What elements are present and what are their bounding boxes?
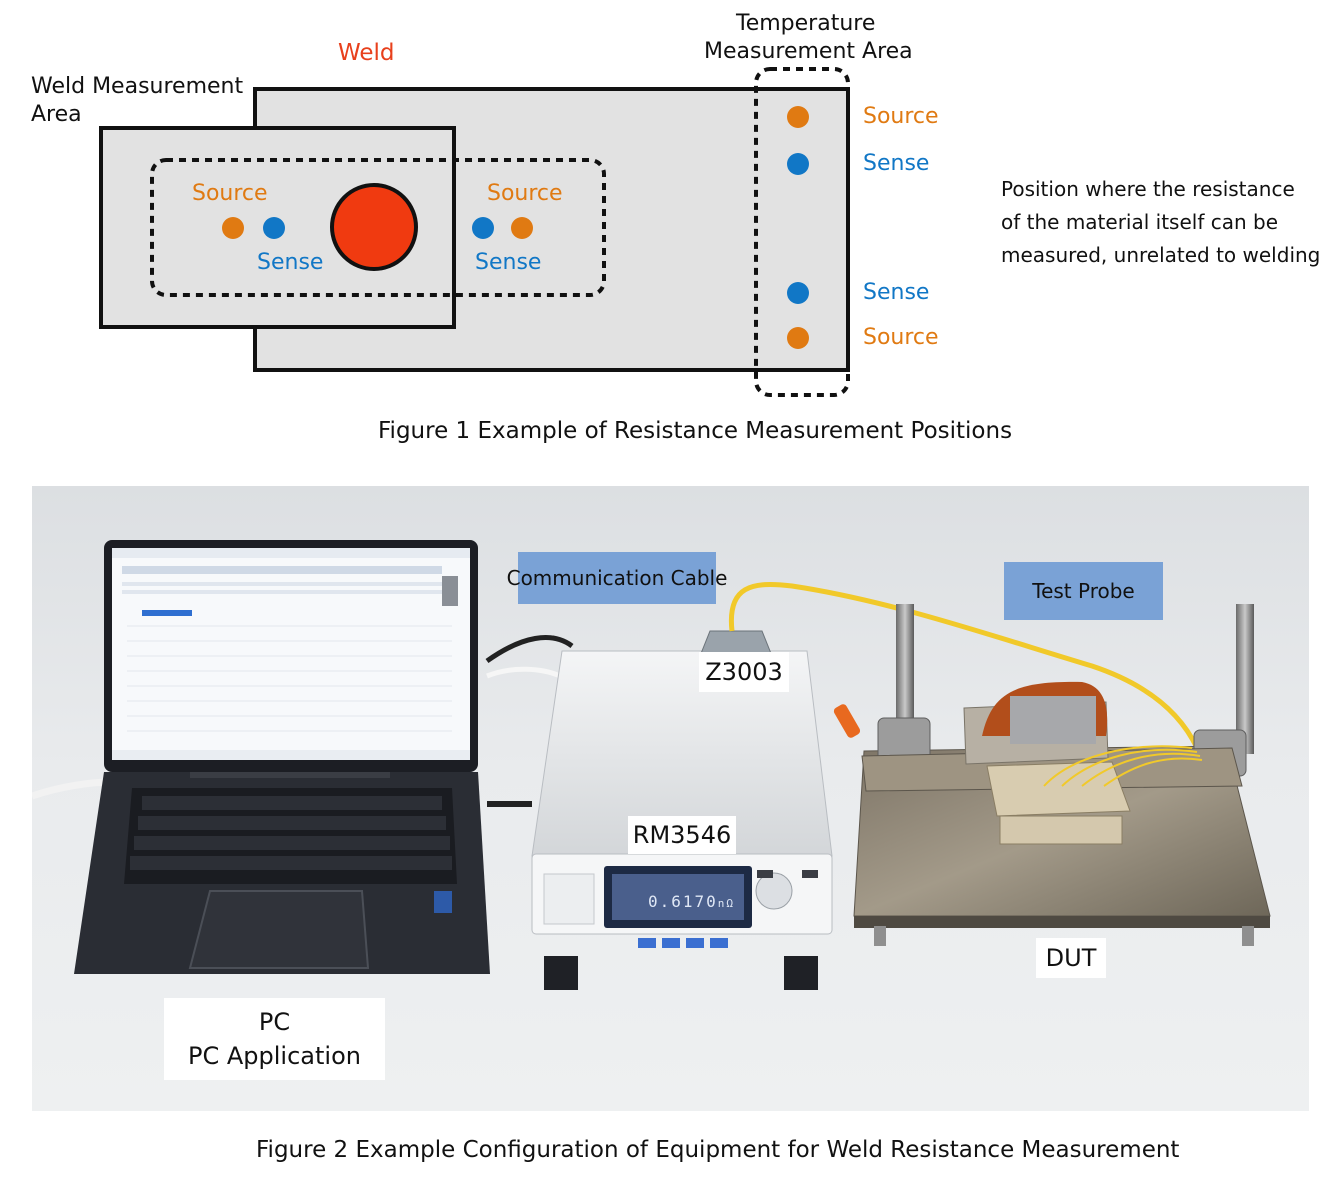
- sense-label-left: Sense: [257, 250, 324, 275]
- source-dot-temp-bottom: [787, 327, 809, 349]
- note-line2: of the material itself can be: [1001, 210, 1279, 234]
- weld-measurement-area: [150, 158, 606, 297]
- equipment-photo: 0.6170nΩ Communication Cable Test Probe …: [32, 486, 1309, 1111]
- source-label-right: Source: [487, 181, 563, 206]
- sense-label-temp-bottom: Sense: [863, 280, 930, 305]
- meter-unit: nΩ: [717, 897, 736, 910]
- laptop: [74, 540, 490, 974]
- sense-label-right: Sense: [475, 250, 542, 275]
- figure1-caption: Figure 1 Example of Resistance Measureme…: [378, 418, 1013, 444]
- dut-fixture: [833, 604, 1271, 946]
- temp-area-label-line2: Measurement Area: [704, 39, 913, 64]
- communication-cable-tag: Communication Cable: [507, 552, 727, 604]
- weld-area-label-line2: Area: [31, 102, 82, 127]
- source-dot-temp-top: [787, 106, 809, 128]
- rm3546-meter: [531, 630, 833, 990]
- pc-label: PC: [258, 1008, 291, 1036]
- figure2-caption: Figure 2 Example Configuration of Equipm…: [256, 1137, 1180, 1163]
- material-resistance-note: Position where the resistance of the mat…: [1001, 173, 1320, 272]
- sense-dot-right: [472, 217, 494, 239]
- temperature-measurement-area: [754, 67, 850, 397]
- sense-label-temp-top: Sense: [863, 151, 930, 176]
- temp-area-label-line1: Temperature: [736, 11, 876, 36]
- source-dot-left: [222, 217, 244, 239]
- source-dot-right: [511, 217, 533, 239]
- meter-reading: 0.6170: [648, 892, 718, 911]
- weld-label: Weld: [338, 40, 395, 66]
- weld-area-label-line1: Weld Measurement: [31, 74, 244, 99]
- dut-tag: DUT: [1036, 938, 1106, 978]
- weld-spot: [330, 183, 418, 271]
- source-label-temp-top: Source: [863, 104, 939, 129]
- note-line3: measured, unrelated to welding: [1001, 243, 1321, 267]
- source-label-temp-bottom: Source: [863, 325, 939, 350]
- meter-display: 0.6170nΩ: [648, 892, 735, 911]
- source-label-left: Source: [192, 181, 268, 206]
- figure1-diagram: [99, 67, 850, 397]
- pc-tag: PC PC Application: [164, 998, 385, 1080]
- equipment-illustration: [32, 540, 1271, 990]
- z3003-tag: Z3003: [699, 652, 789, 692]
- note-line1: Position where the resistance: [1001, 177, 1295, 201]
- pc-application-label: PC Application: [188, 1042, 361, 1070]
- rm3546-tag: RM3546: [628, 816, 736, 854]
- sense-dot-temp-top: [787, 153, 809, 175]
- test-probe-tag: Test Probe: [1004, 562, 1163, 620]
- sense-dot-temp-bottom: [787, 282, 809, 304]
- sense-dot-left: [263, 217, 285, 239]
